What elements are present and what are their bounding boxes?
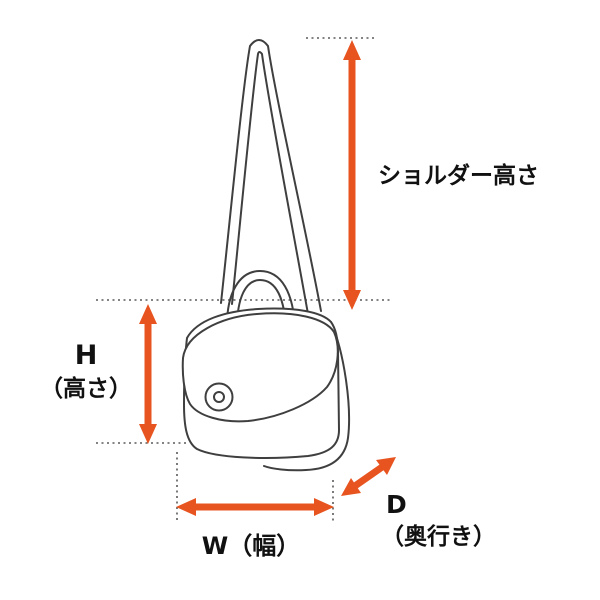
depth-abbr-label: D	[386, 490, 407, 519]
top-handle	[225, 270, 296, 333]
depth-arrowhead-upper	[376, 457, 396, 475]
handle-inner-line	[236, 279, 287, 333]
width-label: W（幅）	[202, 532, 300, 560]
measurement-arrows	[139, 40, 396, 516]
width-arrowhead-right	[314, 498, 334, 516]
depth-shaft	[349, 462, 388, 491]
shoulder-height-arrowhead-top	[343, 40, 361, 60]
shoulder-height-arrowhead-bottom	[343, 290, 361, 310]
shoulder-height-arrow	[343, 40, 361, 310]
height-arrowhead-top	[139, 304, 157, 324]
shoulder-strap	[220, 39, 322, 315]
height-arrow	[139, 304, 157, 444]
depth-arrowhead-lower	[341, 478, 361, 496]
bag-illustration	[181, 39, 351, 472]
side-gusset	[263, 321, 351, 472]
guide-lines	[96, 37, 392, 523]
shoulder-height-label: ショルダー高さ	[378, 162, 539, 189]
strap-inner-line	[231, 51, 309, 315]
clasp-inner-ring	[213, 391, 225, 403]
height-name-label: （高さ）	[40, 375, 132, 402]
depth-name-label: （奥行き）	[381, 523, 496, 550]
handle-outer-line	[225, 270, 296, 332]
height-arrowhead-bottom	[139, 424, 157, 444]
clasp-button	[204, 382, 234, 412]
strap-outer-line	[220, 39, 322, 312]
width-arrow	[176, 498, 334, 516]
height-abbr-label: H	[75, 340, 98, 371]
depth-arrow	[341, 457, 396, 496]
width-arrowhead-left	[176, 498, 196, 516]
dimension-labels: ショルダー高さ H （高さ） W（幅） D （奥行き）	[40, 162, 539, 560]
